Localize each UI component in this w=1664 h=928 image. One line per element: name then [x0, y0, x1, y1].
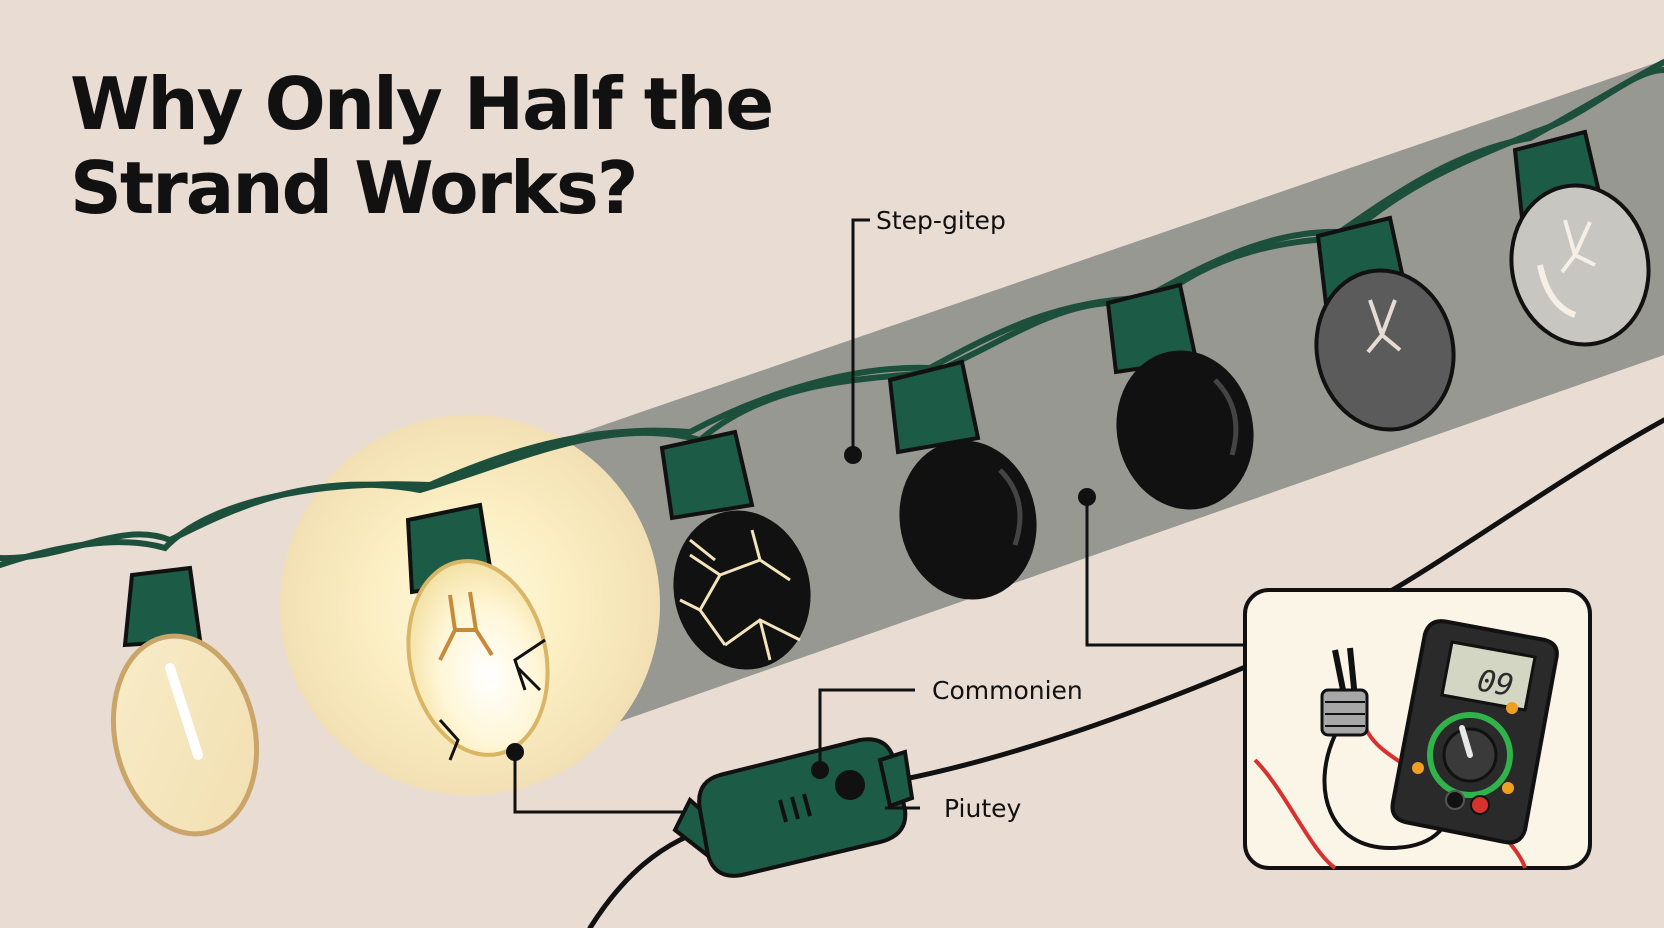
broken-bulb-icon [659, 429, 811, 670]
callout-dots [506, 446, 1096, 779]
fuse-plug-icon [672, 737, 915, 878]
callout-label-top: Step-gitep [876, 206, 1006, 235]
title-line-2: Strand Works? [70, 146, 639, 230]
multimeter-icon: 09 [1390, 619, 1559, 845]
callout-label-middle: Commonien [932, 676, 1083, 705]
meter-reading: 09 [1475, 663, 1517, 704]
page-title: Why Only Half the Strand Works? [70, 62, 774, 230]
title-line-1: Why Only Half the [70, 62, 774, 146]
light-bulb-icon [1509, 129, 1651, 347]
light-bulb-icon [110, 565, 260, 837]
light-bulb-icon [1314, 215, 1456, 432]
light-bulb-icon [887, 359, 1037, 600]
callout-lines [513, 218, 1245, 814]
callout-label-lower: Piutey [944, 794, 1022, 823]
light-bulb-icon [1105, 282, 1254, 510]
bulb-base-probe-icon [1320, 647, 1369, 737]
multimeter-inset: 09 [1243, 588, 1592, 870]
light-bulb-icon [405, 502, 550, 761]
